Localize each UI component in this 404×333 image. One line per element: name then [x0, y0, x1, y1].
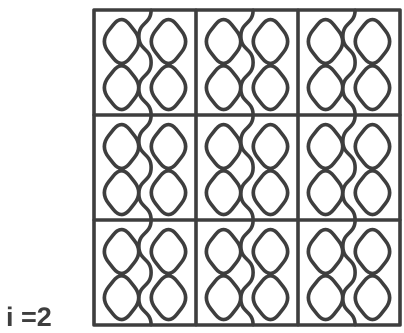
diamond-loop [253, 66, 287, 110]
diamond-loop [253, 125, 287, 169]
diamond-loop [308, 230, 342, 274]
diamond-loop [308, 171, 342, 215]
diamond-loop [206, 171, 240, 215]
diamond-loop [104, 66, 138, 110]
diamond-loop [308, 20, 342, 64]
diamond-loop [206, 230, 240, 274]
wave-strand [139, 115, 151, 220]
diamond-loop [104, 20, 138, 64]
diamond-loop [206, 20, 240, 64]
wave-strand [241, 115, 253, 220]
wave-strand [343, 220, 355, 325]
diamond-loop [355, 66, 389, 110]
diamond-loop [253, 171, 287, 215]
wave-strand [139, 10, 151, 115]
diamond-loop [308, 276, 342, 320]
wave-strand [343, 10, 355, 115]
wave-strand [241, 220, 253, 325]
diamond-loop [151, 230, 185, 274]
diamond-loop [206, 125, 240, 169]
diamond-loop [104, 276, 138, 320]
diamond-loop [151, 171, 185, 215]
diamond-loop [104, 125, 138, 169]
diamond-loop [308, 125, 342, 169]
diamond-loop [104, 230, 138, 274]
diamond-loop [151, 125, 185, 169]
diamond-loop [253, 20, 287, 64]
wave-strand [343, 115, 355, 220]
iteration-label: i =2 [6, 302, 52, 332]
diamond-loop [206, 66, 240, 110]
wave-strand [139, 220, 151, 325]
diamond-loop [151, 66, 185, 110]
diamond-loop [206, 276, 240, 320]
diamond-loop [308, 66, 342, 110]
diamond-loop [104, 171, 138, 215]
diamond-loop [355, 171, 389, 215]
diamond-loop [355, 230, 389, 274]
diamond-loop [253, 276, 287, 320]
wave-strand [241, 10, 253, 115]
diamond-loop [151, 276, 185, 320]
diamond-loop [253, 230, 287, 274]
diamond-loop [355, 125, 389, 169]
diamond-loop [151, 20, 185, 64]
diamond-loop [355, 20, 389, 64]
diamond-loop [355, 276, 389, 320]
